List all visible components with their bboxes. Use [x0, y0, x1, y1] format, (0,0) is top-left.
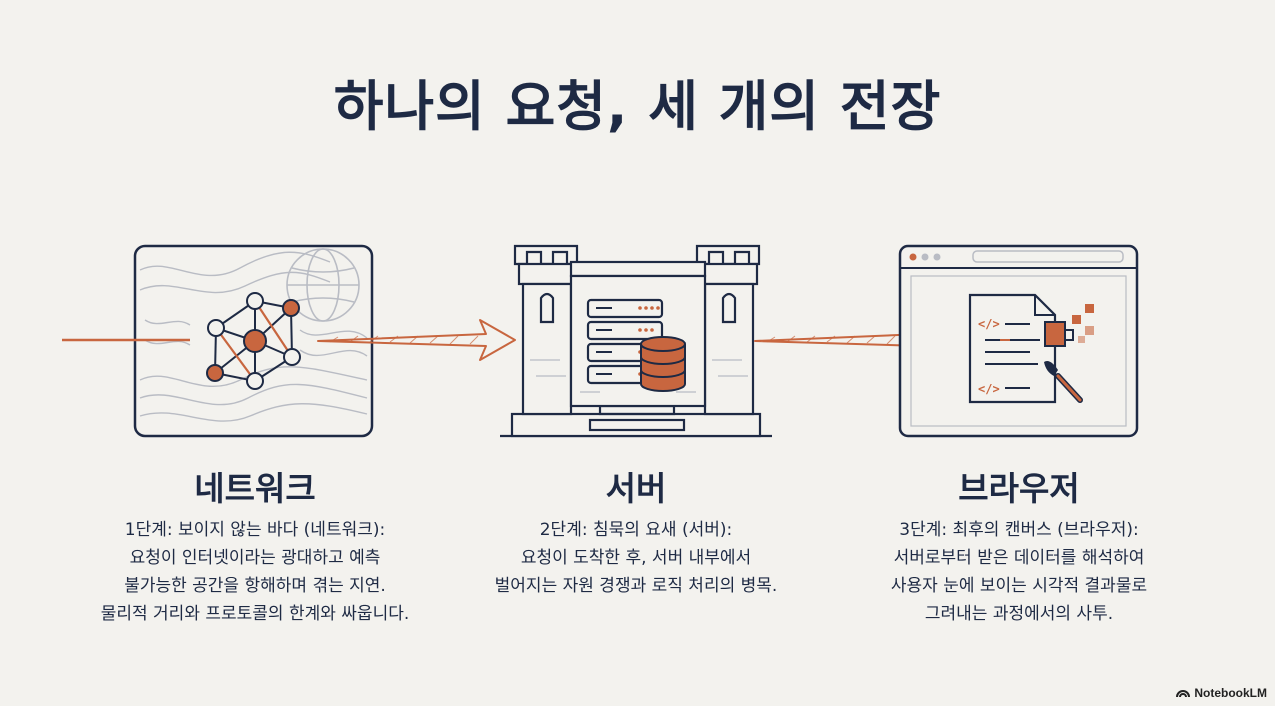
stage-name-browser: 브라우저	[958, 469, 1080, 508]
brand-label: NotebookLM	[1194, 686, 1267, 700]
browser-canvas-icon: </> </>	[898, 244, 1139, 438]
svg-text:</>: </>	[978, 317, 1000, 331]
stage-name-network: 네트워크	[194, 469, 316, 508]
wave-texture	[139, 251, 368, 422]
stage-name-server: 서버	[605, 469, 667, 508]
brand-watermark: NotebookLM	[1176, 686, 1267, 700]
notebooklm-logo-icon	[1176, 690, 1191, 698]
arrow-network-to-server-icon	[317, 319, 516, 361]
page-title: 하나의 요청, 세 개의 전장	[333, 75, 942, 138]
stage-description-network: 1단계: 보이지 않는 바다 (네트워크): 요청이 인터넷이라는 광대하고 예…	[100, 520, 410, 624]
server-fortress-icon	[500, 244, 772, 438]
stage-description-server: 2단계: 침묵의 요새 (서버): 요청이 도착한 후, 서버 내부에서 벌어지…	[494, 520, 778, 596]
stage-description-browser: 3단계: 최후의 캔버스 (브라우저): 서버로부터 받은 데이터를 해석하여 …	[890, 520, 1148, 624]
svg-text:</>: </>	[978, 382, 1000, 396]
paint-brush-icon	[1044, 361, 1083, 403]
pixel-blocks	[1072, 304, 1094, 343]
globe-icon	[286, 248, 360, 322]
database-icon	[640, 336, 686, 392]
